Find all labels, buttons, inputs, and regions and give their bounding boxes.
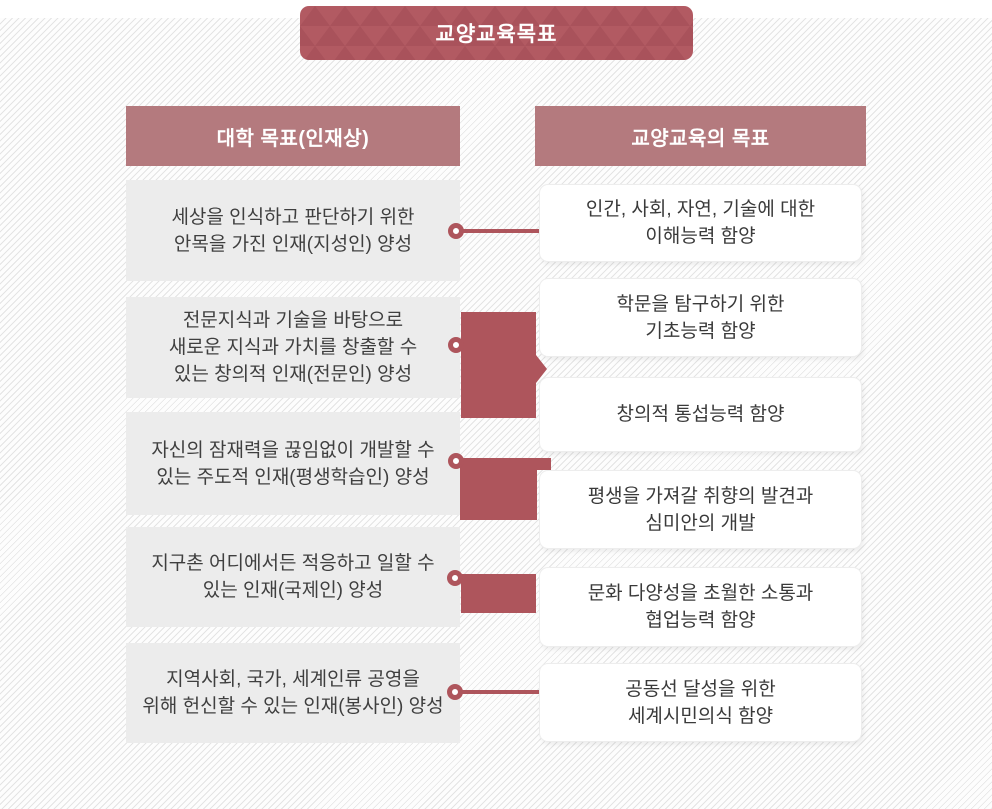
connector-bracket-4 xyxy=(461,574,536,613)
page-title: 교양교육목표 xyxy=(435,23,558,46)
liberal-arts-goal-item-6: 공동선 달성을 위한 세계시민의식 함양 xyxy=(539,663,862,742)
liberal-arts-goal-item-3: 창의적 통섭능력 함양 xyxy=(539,377,862,452)
triangle-pattern-decor xyxy=(300,6,693,60)
liberal-arts-goal-item-2: 학문을 탐구하기 위한 기초능력 함양 xyxy=(539,278,862,357)
left-column-header: 대학 목표(인재상) xyxy=(126,106,460,166)
liberal-arts-goal-item-4: 평생을 가져갈 취향의 발견과 심미안의 개발 xyxy=(539,470,862,549)
right-column-header: 교양교육의 목표 xyxy=(535,106,866,166)
connector-bracket-3 xyxy=(460,458,537,520)
connector-line-1 xyxy=(458,229,540,233)
connector-line-5 xyxy=(458,690,540,694)
university-goal-item-2: 전문지식과 기술을 바탕으로 새로운 지식과 가치를 창출할 수 있는 창의적 … xyxy=(126,297,460,398)
connector-dot-icon xyxy=(448,453,464,469)
liberal-arts-goal-item-5: 문화 다양성을 초월한 소통과 협업능력 함양 xyxy=(539,567,862,647)
connector-dot-icon xyxy=(447,570,463,586)
university-goal-item-5: 지역사회, 국가, 세계인류 공영을 위해 헌신할 수 있는 인재(봉사인) 양… xyxy=(126,643,460,743)
connector-dot-icon xyxy=(447,684,463,700)
connector-tab-3 xyxy=(537,458,551,470)
connector-dot-icon xyxy=(448,223,464,239)
university-goal-item-1: 세상을 인식하고 판단하기 위한 안목을 가진 인재(지성인) 양성 xyxy=(126,180,460,281)
page-title-banner: 교양교육목표 xyxy=(300,6,693,60)
university-goal-item-3: 자신의 잠재력을 끊임없이 개발할 수 있는 주도적 인재(평생학습인) 양성 xyxy=(126,412,460,515)
liberal-arts-goal-item-1: 인간, 사회, 자연, 기술에 대한 이해능력 함양 xyxy=(539,184,862,262)
connector-bracket-2 xyxy=(461,312,536,418)
university-goal-item-4: 지구촌 어디에서든 적응하고 일할 수 있는 인재(국제인) 양성 xyxy=(126,527,460,627)
connector-arrow-icon xyxy=(536,355,547,383)
connector-dot-icon xyxy=(448,337,464,353)
